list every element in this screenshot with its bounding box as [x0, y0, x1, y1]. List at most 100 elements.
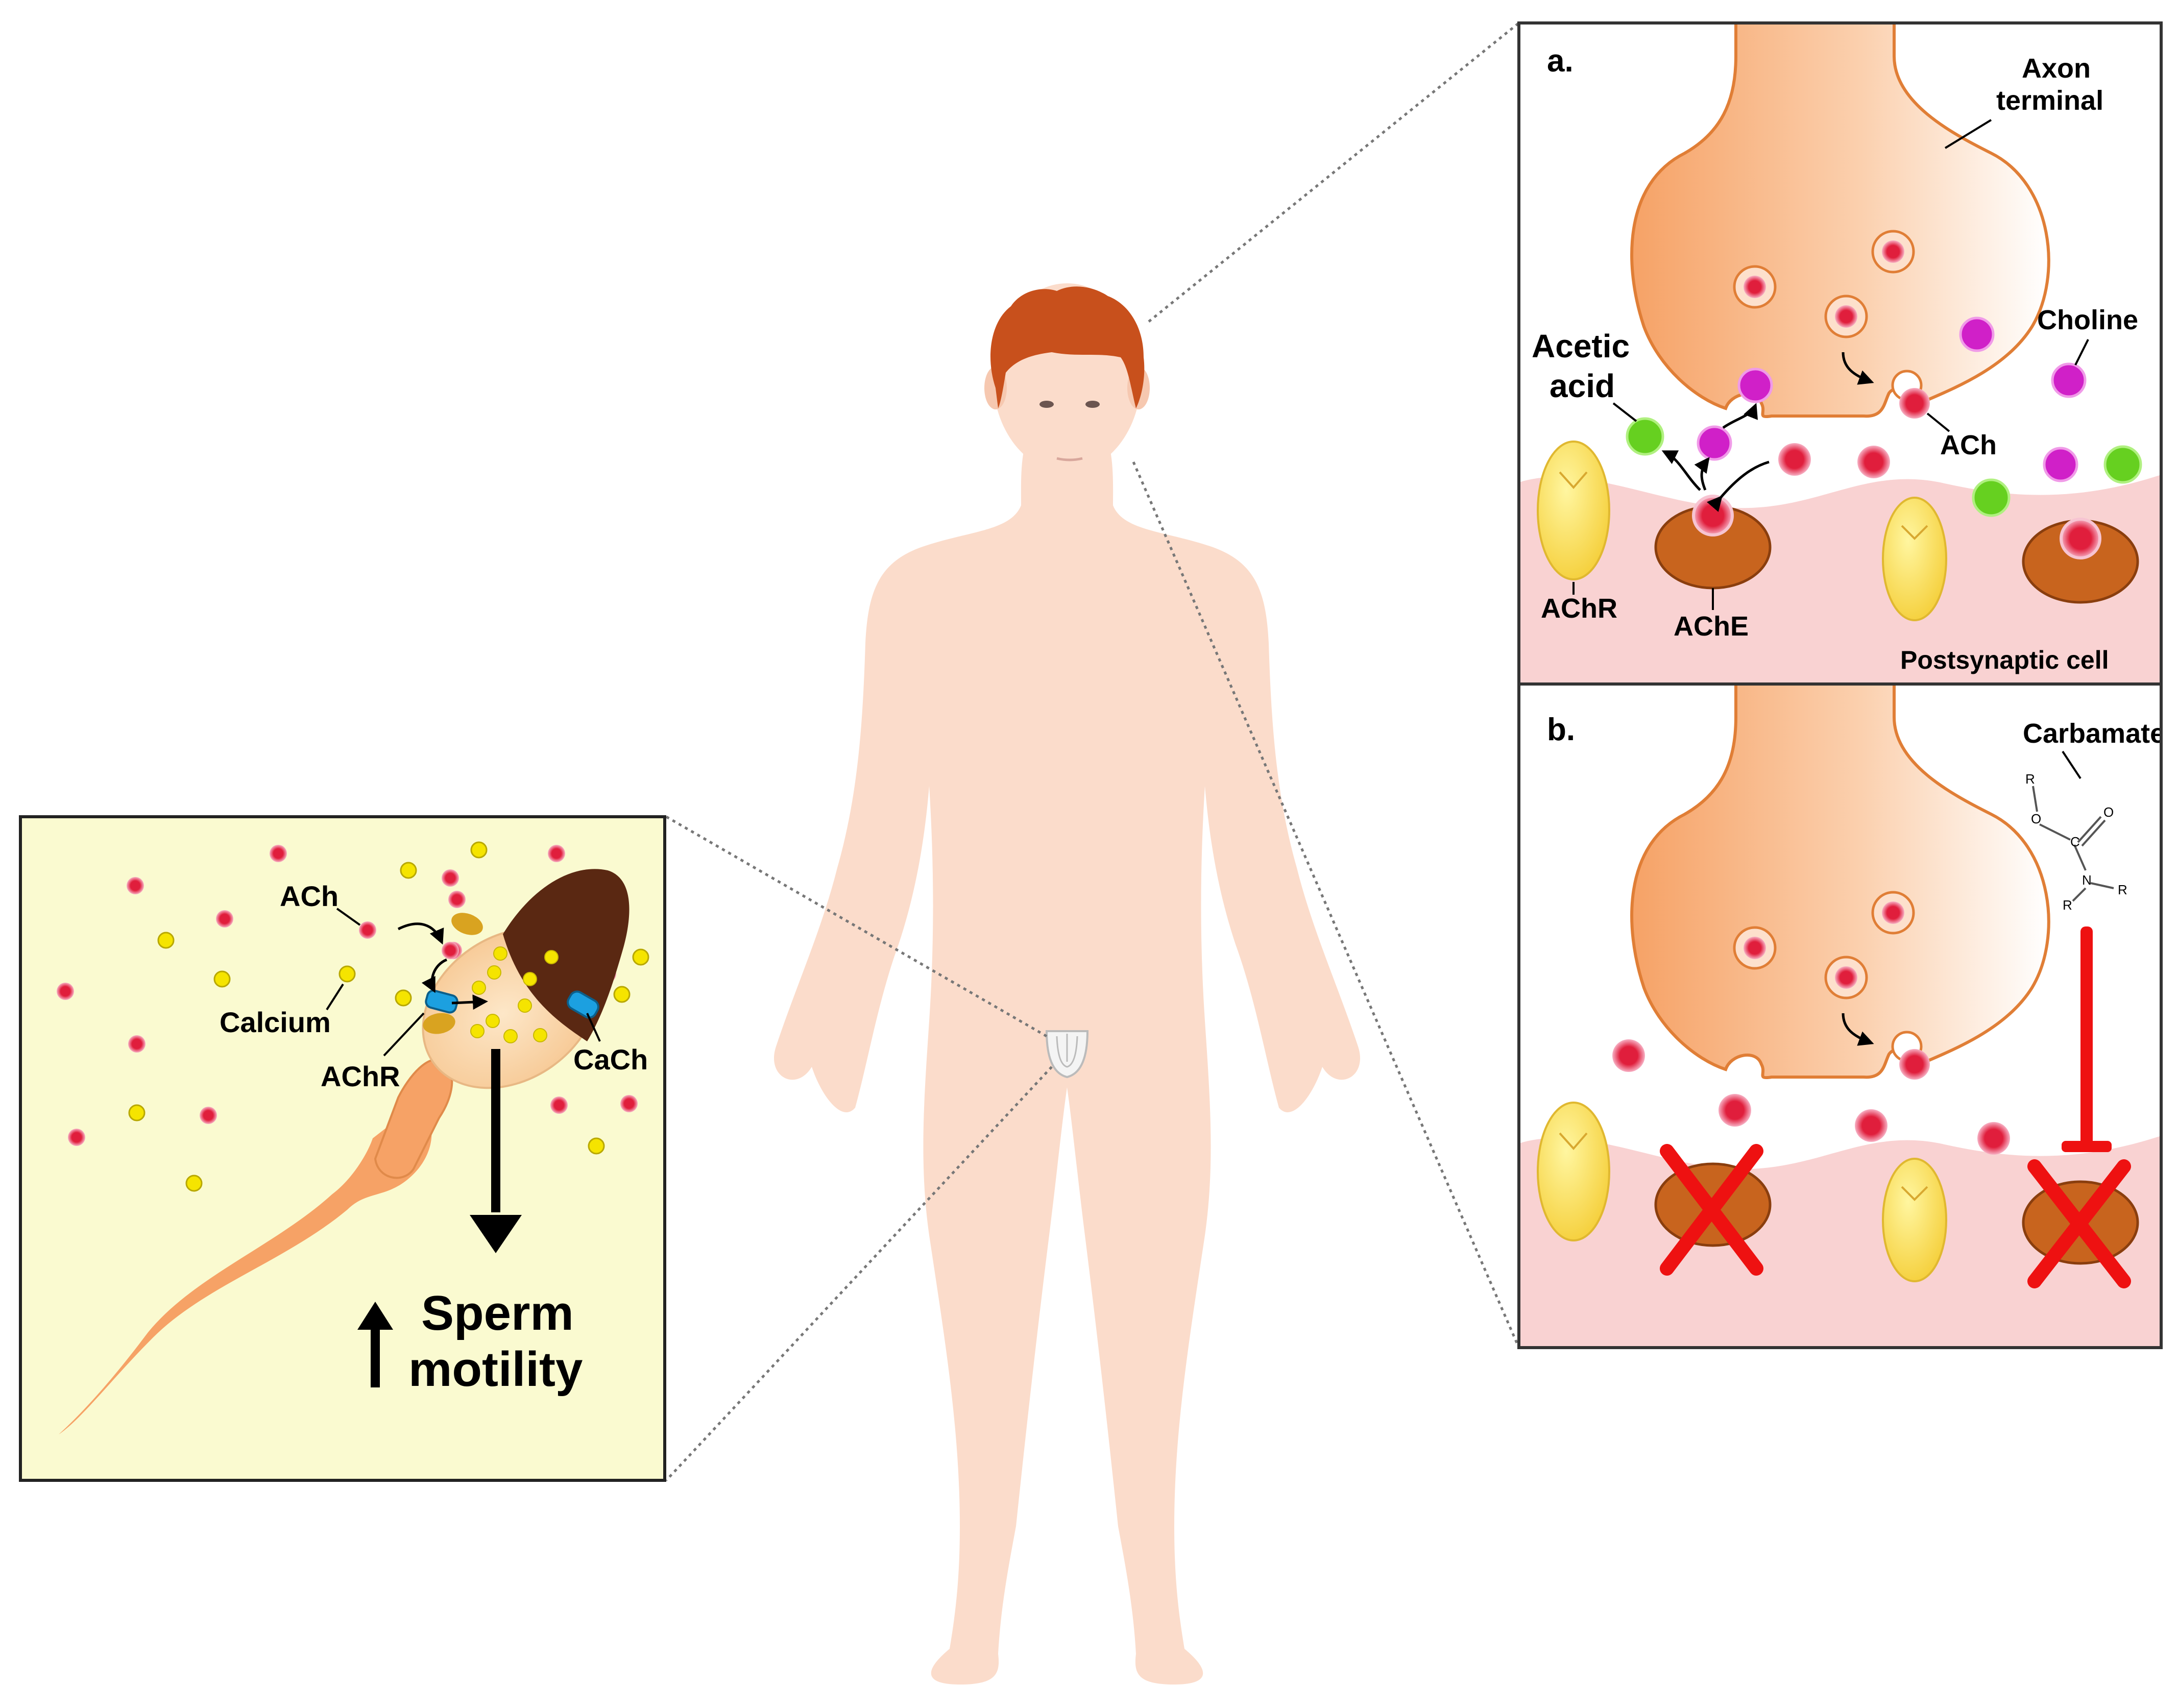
leader-acetic	[1612, 402, 1637, 422]
leader-ach	[336, 908, 361, 926]
exocytosis-arrow	[1842, 1013, 1874, 1046]
calcium-molecules	[128, 841, 649, 1192]
achr-receptor	[1537, 441, 1610, 580]
sperm-midpiece	[374, 1058, 453, 1179]
choline-dot	[1697, 425, 1732, 461]
human-figure	[774, 283, 1360, 1685]
leader-axon-terminal	[1944, 119, 1992, 149]
down-arrow-icon	[470, 1049, 522, 1253]
label-ach: ACh	[280, 880, 338, 912]
panel-b: R O O C N R R b. Carbamate	[1517, 682, 2165, 1349]
struct-o: O	[2031, 811, 2041, 826]
cach-channel-icon	[567, 990, 599, 1019]
label-achr: AChR	[321, 1060, 400, 1092]
ach-dot	[1977, 1122, 2010, 1155]
calcium-dot	[213, 970, 231, 988]
label-calcium: Calcium	[220, 1006, 331, 1038]
ach-dot	[57, 983, 74, 1000]
ach-dot	[200, 1107, 217, 1124]
panel-a: a. Axon terminal Choline Acetic acid ACh…	[1517, 21, 2163, 686]
ach-dot	[1612, 1039, 1645, 1072]
acrosome-cap	[503, 869, 630, 1041]
axon-terminal	[1630, 23, 2050, 419]
label-carbamate: Carbamate	[2023, 718, 2165, 749]
label-sperm-motility-1: Sperm	[421, 1286, 574, 1340]
label-acetic-acid-1: Acetic	[1532, 328, 1630, 364]
ach-bound	[442, 942, 459, 959]
recycle-arrow	[1722, 403, 1758, 429]
left-eye	[1039, 401, 1054, 408]
calcium-dot	[157, 932, 175, 949]
label-choline: Choline	[2037, 305, 2138, 335]
calcium-dot	[613, 986, 631, 1003]
ach-dot	[127, 877, 144, 894]
leader-ach	[1926, 412, 1950, 432]
ach-released	[1899, 1049, 1930, 1080]
label-axon-terminal-1: Axon	[2022, 53, 2091, 84]
genital-cover-icon	[1045, 1030, 1089, 1079]
axon-terminal	[1630, 684, 2050, 1080]
ach-dot	[548, 845, 565, 862]
acetic-dot	[1626, 417, 1664, 456]
achr-channel-icon	[425, 989, 458, 1014]
binding-arrow	[421, 958, 448, 993]
ach-dot	[1855, 1109, 1887, 1142]
leader-achr	[383, 1012, 425, 1057]
struct-o: O	[2103, 804, 2114, 820]
panel-b-letter: b.	[1547, 712, 1575, 747]
ach-dot	[1857, 446, 1890, 478]
achr-receptor-left	[423, 1013, 455, 1034]
carbamate-structure-icon	[2032, 786, 2114, 902]
cross-icon	[2027, 1159, 2131, 1288]
panel-a-letter: a.	[1547, 43, 1574, 79]
binding-arrow	[397, 922, 444, 945]
calcium-dot	[185, 1175, 203, 1192]
label-postsynaptic-cell: Postsynaptic cell	[1900, 646, 2109, 674]
ach-dot	[270, 845, 287, 862]
zoom-connectors	[665, 22, 1520, 1481]
sperm-head	[397, 869, 630, 1089]
calcium-dot	[470, 841, 488, 859]
vesicles	[1733, 230, 1915, 338]
hydrolysis-arrow	[1694, 457, 1710, 491]
choline-dot	[1959, 316, 1995, 352]
ach-dot	[448, 891, 466, 908]
choline-dot	[2043, 447, 2078, 482]
inhibit-bar-icon	[2062, 926, 2112, 1152]
hair	[990, 286, 1145, 408]
struct-n: N	[2082, 872, 2092, 888]
up-arrow-icon	[357, 1302, 393, 1387]
struct-c: C	[2070, 834, 2080, 849]
ach-dot	[128, 1035, 146, 1053]
hydrolysis-arrow	[1661, 450, 1701, 491]
ach-released	[1899, 388, 1930, 419]
calcium-dot	[400, 862, 417, 879]
achr-receptor	[1882, 497, 1947, 621]
ach-dot	[1778, 443, 1811, 476]
ach-dot	[359, 921, 376, 939]
sperm-panel: ACh Calcium AChR CaCh Sperm motility	[19, 815, 666, 1482]
acetic-dot	[1972, 478, 2011, 517]
label-ache: AChE	[1674, 611, 1749, 642]
choline-dot	[2051, 362, 2087, 398]
choline-dot	[1737, 368, 1773, 403]
label-sperm-motility-2: motility	[408, 1342, 583, 1397]
hydrolysis-arrow	[1706, 460, 1770, 512]
leader-choline	[2074, 339, 2089, 365]
influx-arrow	[451, 994, 488, 1010]
panel-b-frame	[1517, 682, 2163, 1349]
label-acetic-acid-2: acid	[1550, 368, 1615, 404]
ach-dot	[620, 1095, 638, 1112]
leader-carbamate	[2062, 750, 2082, 779]
mouth	[1056, 457, 1083, 461]
achr-receptor-top	[451, 913, 483, 935]
calcium-dot	[395, 989, 412, 1007]
label-axon-terminal-2: terminal	[1996, 85, 2103, 116]
calcium-dot	[632, 948, 649, 966]
struct-r: R	[2118, 882, 2127, 897]
ach-dot	[68, 1129, 85, 1146]
achr-receptor	[1537, 1102, 1610, 1241]
achr-receptor	[1882, 1158, 1947, 1282]
ach-dot	[1719, 1094, 1751, 1127]
